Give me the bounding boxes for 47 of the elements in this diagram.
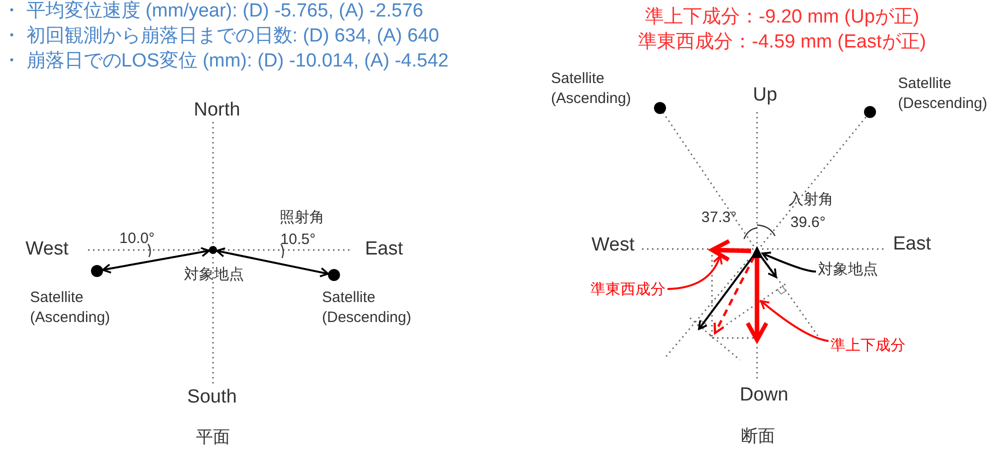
panel-caption: 平面: [196, 428, 230, 448]
angle-label: 入射角: [788, 192, 834, 208]
displacement-arrow: [698, 255, 754, 330]
point-label: 対象地点: [184, 266, 244, 284]
result-text: 準東西成分：-4.59 mm (Eastが正): [638, 32, 926, 54]
info-text: ・ 平均変位速度 (mm/year): (D) -5.765, (A) -2.576: [2, 2, 424, 22]
text-label: 対象地点: [818, 262, 878, 278]
line-of-sight-arrow: [102, 247, 210, 274]
satellite-label: Satellite (Ascending): [30, 288, 110, 328]
angle-label: 10.5°: [280, 232, 316, 248]
satellite-dot: [91, 265, 103, 277]
target-point: [751, 245, 763, 257]
line-of-sight-arrow: [216, 247, 330, 278]
axis-label: West: [26, 240, 68, 260]
satellite-dot: [864, 106, 876, 118]
axis-label: West: [592, 236, 634, 256]
angle-label: 10.0°: [119, 230, 155, 248]
displacement-arrow: [760, 255, 777, 278]
axis-label: North: [194, 100, 240, 122]
panel-caption: 断面: [741, 428, 775, 446]
component-arrow: [746, 257, 768, 342]
axis-label: East: [364, 240, 404, 260]
target-point: [209, 246, 217, 254]
line-of-sight-line: [760, 116, 867, 247]
info-text: ・ 初回観測から崩落日までの日数: (D) 634, (A) 640: [2, 26, 440, 48]
leader-line: [762, 252, 816, 272]
displacement-arrow: [714, 256, 756, 334]
angle-label: 37.3°: [701, 210, 737, 226]
result-text: 準上下成分：-9.20 mm (Upが正): [644, 8, 920, 28]
text-label: 準上下成分: [830, 338, 906, 354]
leader-line: [760, 300, 829, 342]
axis-label: Down: [740, 386, 788, 406]
satellite-label: Satellite (Ascending): [551, 69, 632, 110]
angle-label: 照射角: [280, 210, 324, 226]
satellite-label: Satellite (Descending): [898, 74, 988, 114]
angle-label: 39.6°: [790, 214, 826, 232]
axis-label: Up: [752, 86, 778, 106]
text-label: 準東西成分: [590, 282, 666, 298]
axis-label: East: [892, 234, 932, 256]
axis-label: South: [187, 388, 237, 408]
satellite-label: Satellite (Descending): [322, 288, 412, 328]
info-text: ・ 崩落日でのLOS変位 (mm): (D) -10.014, (A) -4.542: [2, 52, 449, 72]
line-of-sight-line: [662, 112, 754, 246]
satellite-dot: [654, 102, 666, 114]
satellite-dot: [328, 269, 340, 281]
component-arrow: [710, 238, 752, 262]
leader-line: [667, 255, 722, 290]
